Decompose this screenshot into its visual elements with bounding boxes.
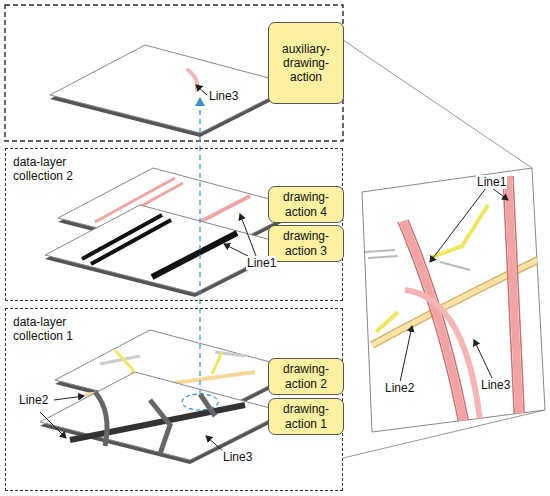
action-label: drawing-action 4 [272,190,340,218]
action-box: auxiliary-drawing-action [268,22,344,104]
line-label: Line2 [384,381,415,395]
action-label: drawing-action 3 [272,229,340,257]
projection-line [343,40,532,168]
line-label: Line3 [222,450,253,464]
data-layer-frame: data-layer collection 1 drawing-action 2 d… [5,308,343,491]
action-label: drawing-action 1 [272,402,340,430]
frame-heading: data-layer collection 2 [13,155,103,184]
line-label: Line3 [480,378,511,392]
source-ellipse [182,394,218,410]
line-label: Line2 [18,393,49,407]
data-layer-frame: data-layer collection 2 drawing-action 4 d… [5,148,343,301]
action-box: drawing-action 4 [268,186,344,223]
line-label: Line1 [476,175,507,189]
action-label: drawing-action 2 [272,362,340,390]
line-label: Line1 [246,256,277,270]
action-box: drawing-action 1 [268,398,344,435]
frame-heading: data-layer collection 1 [13,315,103,344]
copy-arrow [199,98,200,394]
line-label: Line3 [208,89,239,103]
action-box: drawing-action 3 [268,225,344,262]
layer-sheet [40,372,285,464]
action-label: auxiliary-drawing-action [272,42,340,84]
composite-panel [362,168,548,440]
action-box: drawing-action 2 [268,358,344,395]
layer-sheet [45,205,290,297]
leader-lines [40,85,508,452]
auxiliary-sheet [50,45,295,137]
auxiliary-frame [5,5,343,141]
